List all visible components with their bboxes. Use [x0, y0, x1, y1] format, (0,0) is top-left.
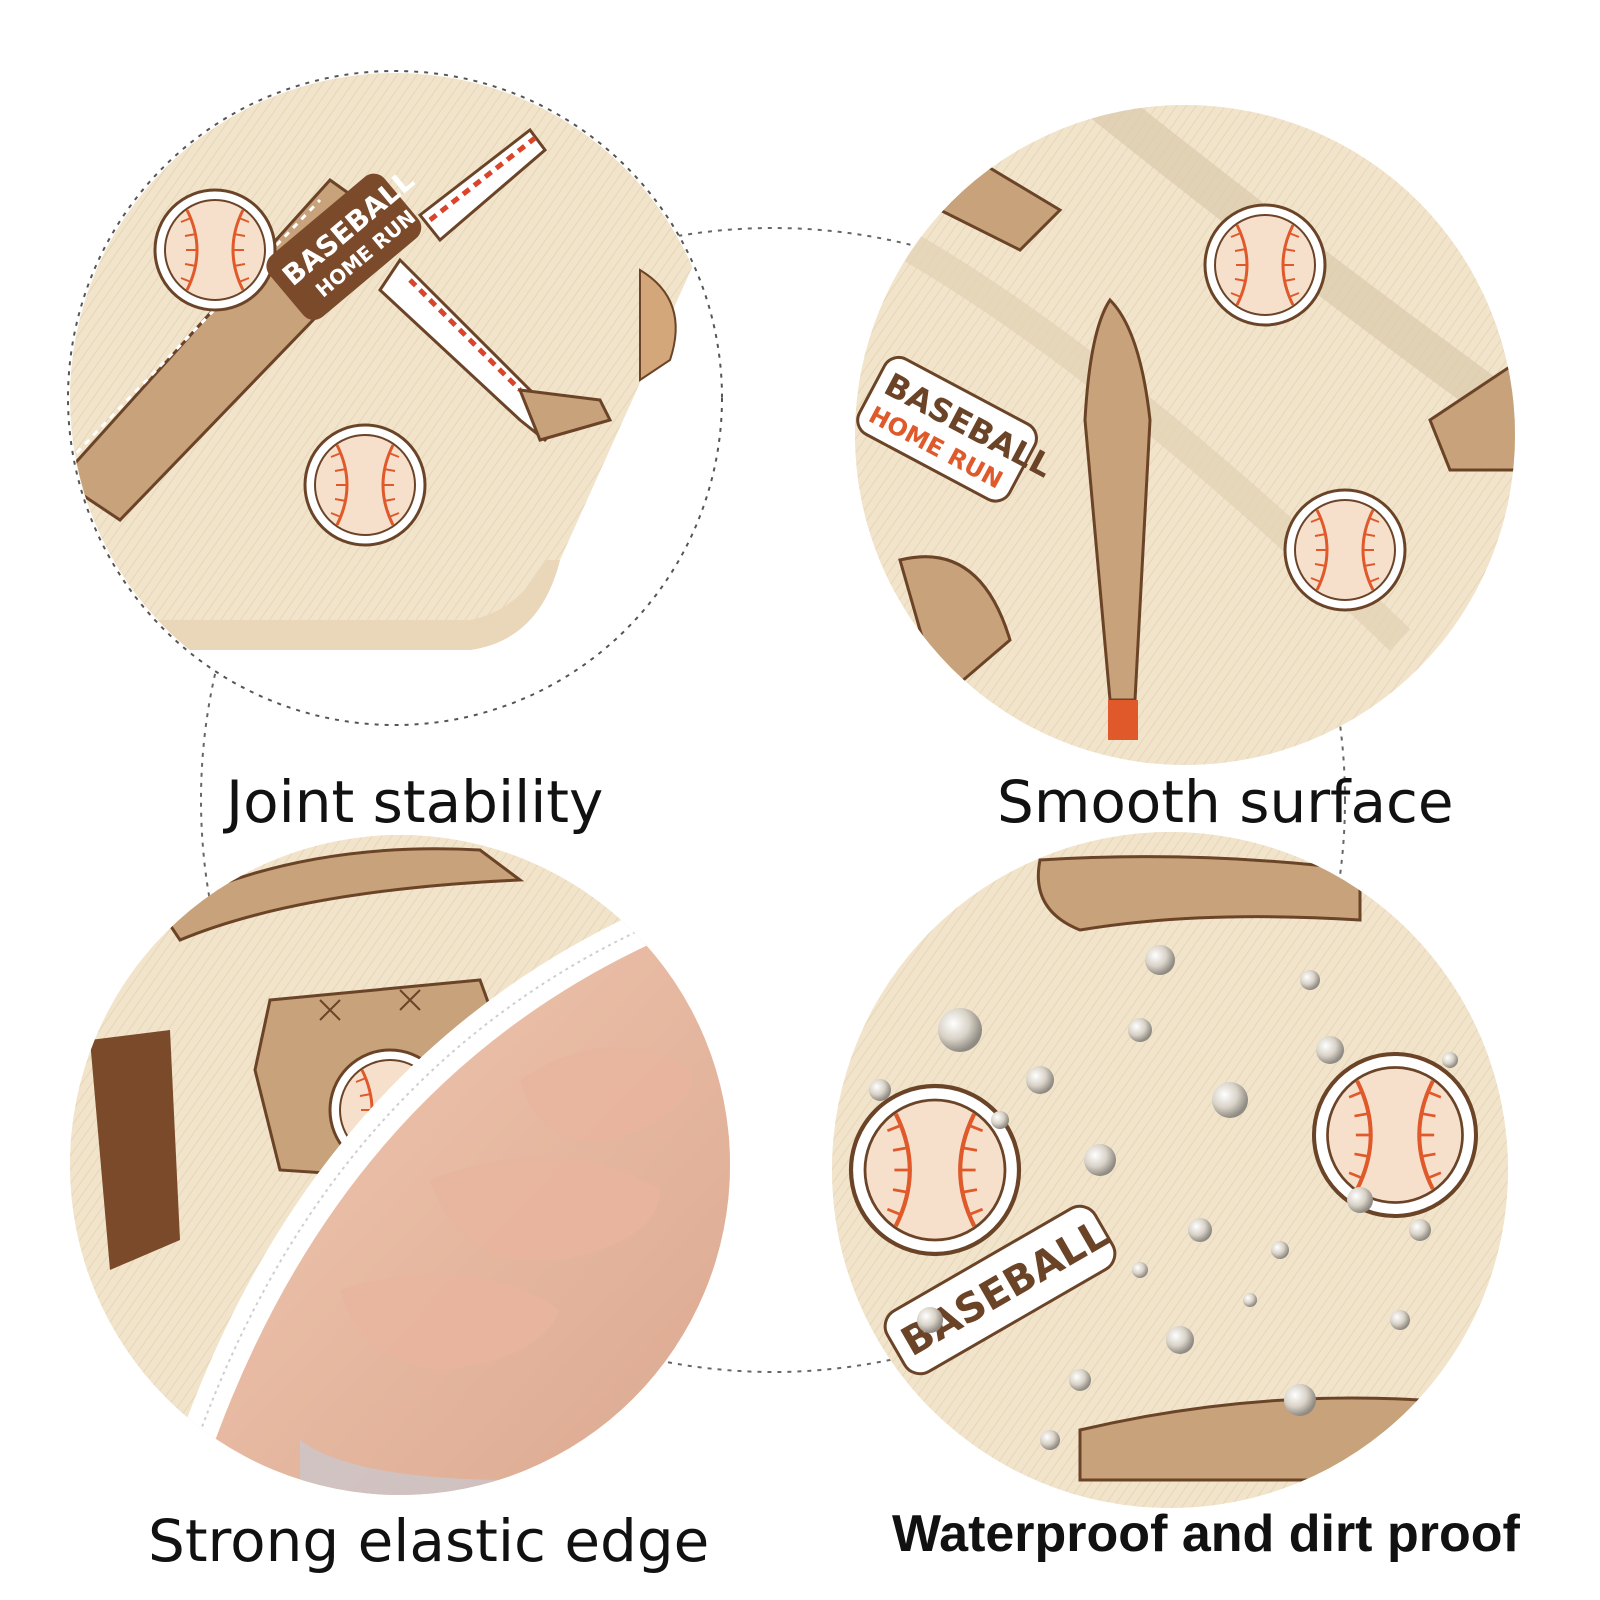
feature-label-elastic-edge: Strong elastic edge: [148, 1507, 710, 1575]
feature-label-joint-stability: Joint stability: [226, 768, 604, 836]
dashed-connector-ring: [200, 227, 1346, 1373]
water-droplets: [869, 945, 1458, 1450]
elastic-edge-image: [70, 835, 730, 1495]
feature-label-smooth-surface: Smooth surface: [997, 768, 1454, 836]
waterproof-image: BASEBALL: [832, 832, 1508, 1508]
joint-stability-image: BASEBALL HOME RUN: [67, 70, 723, 726]
smooth-surface-image: BASEBALL HOME RUN: [855, 105, 1515, 765]
feature-label-waterproof: Waterproof and dirt proof: [892, 1505, 1520, 1563]
